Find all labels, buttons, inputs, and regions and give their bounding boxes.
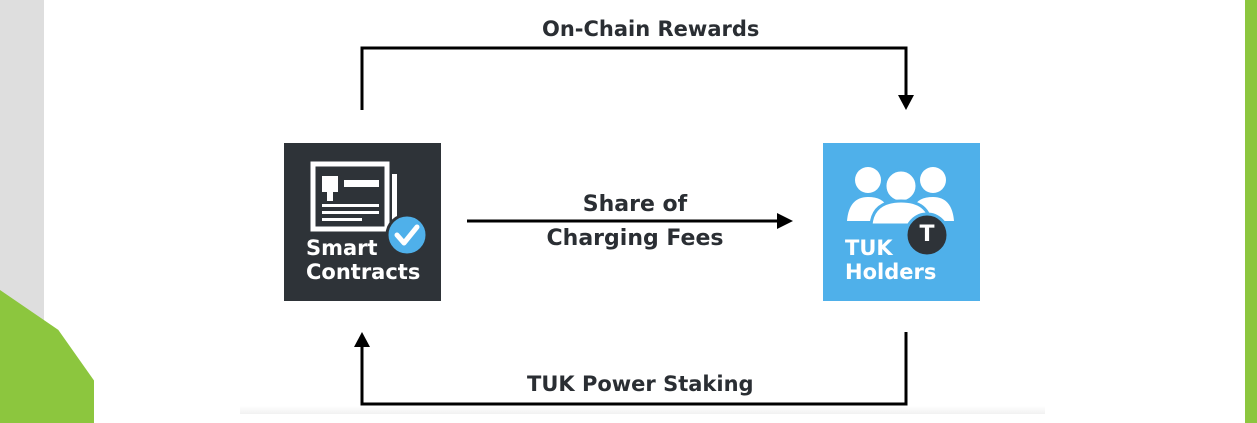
contract-document-icon <box>310 161 397 232</box>
tuk-token-badge-icon <box>904 212 950 258</box>
smart-contracts-text: Smart Contracts <box>306 236 420 284</box>
checkmark-badge-icon <box>385 213 429 257</box>
top-arrow-line <box>360 46 908 110</box>
middle-arrowhead <box>777 213 793 229</box>
tuk-holders-box: T TUK Holders <box>823 143 980 301</box>
bottom-arrowhead <box>354 332 370 347</box>
top-arrowhead <box>898 95 914 110</box>
charging-fees-label-line2: Charging Fees <box>546 226 724 251</box>
tuk-token-letter: T <box>919 222 935 247</box>
tuk-holders-text: TUK Holders <box>845 236 936 284</box>
bottom-shadow <box>240 406 1045 414</box>
bottom-arrow-line <box>360 332 908 406</box>
charging-fees-label-line1: Share of <box>582 192 688 217</box>
power-staking-label: TUK Power Staking <box>527 372 754 396</box>
smart-contracts-box: Smart Contracts <box>284 143 441 301</box>
charging-fees-label: Share of Charging Fees <box>540 188 730 256</box>
smart-contracts-line1: Smart <box>306 236 378 260</box>
smart-contracts-line2: Contracts <box>306 260 421 284</box>
tuk-holders-line1: TUK <box>845 236 893 260</box>
right-green-accent <box>1245 0 1257 423</box>
tuk-holders-line2: Holders <box>845 260 937 284</box>
on-chain-rewards-label: On-Chain Rewards <box>542 17 760 41</box>
